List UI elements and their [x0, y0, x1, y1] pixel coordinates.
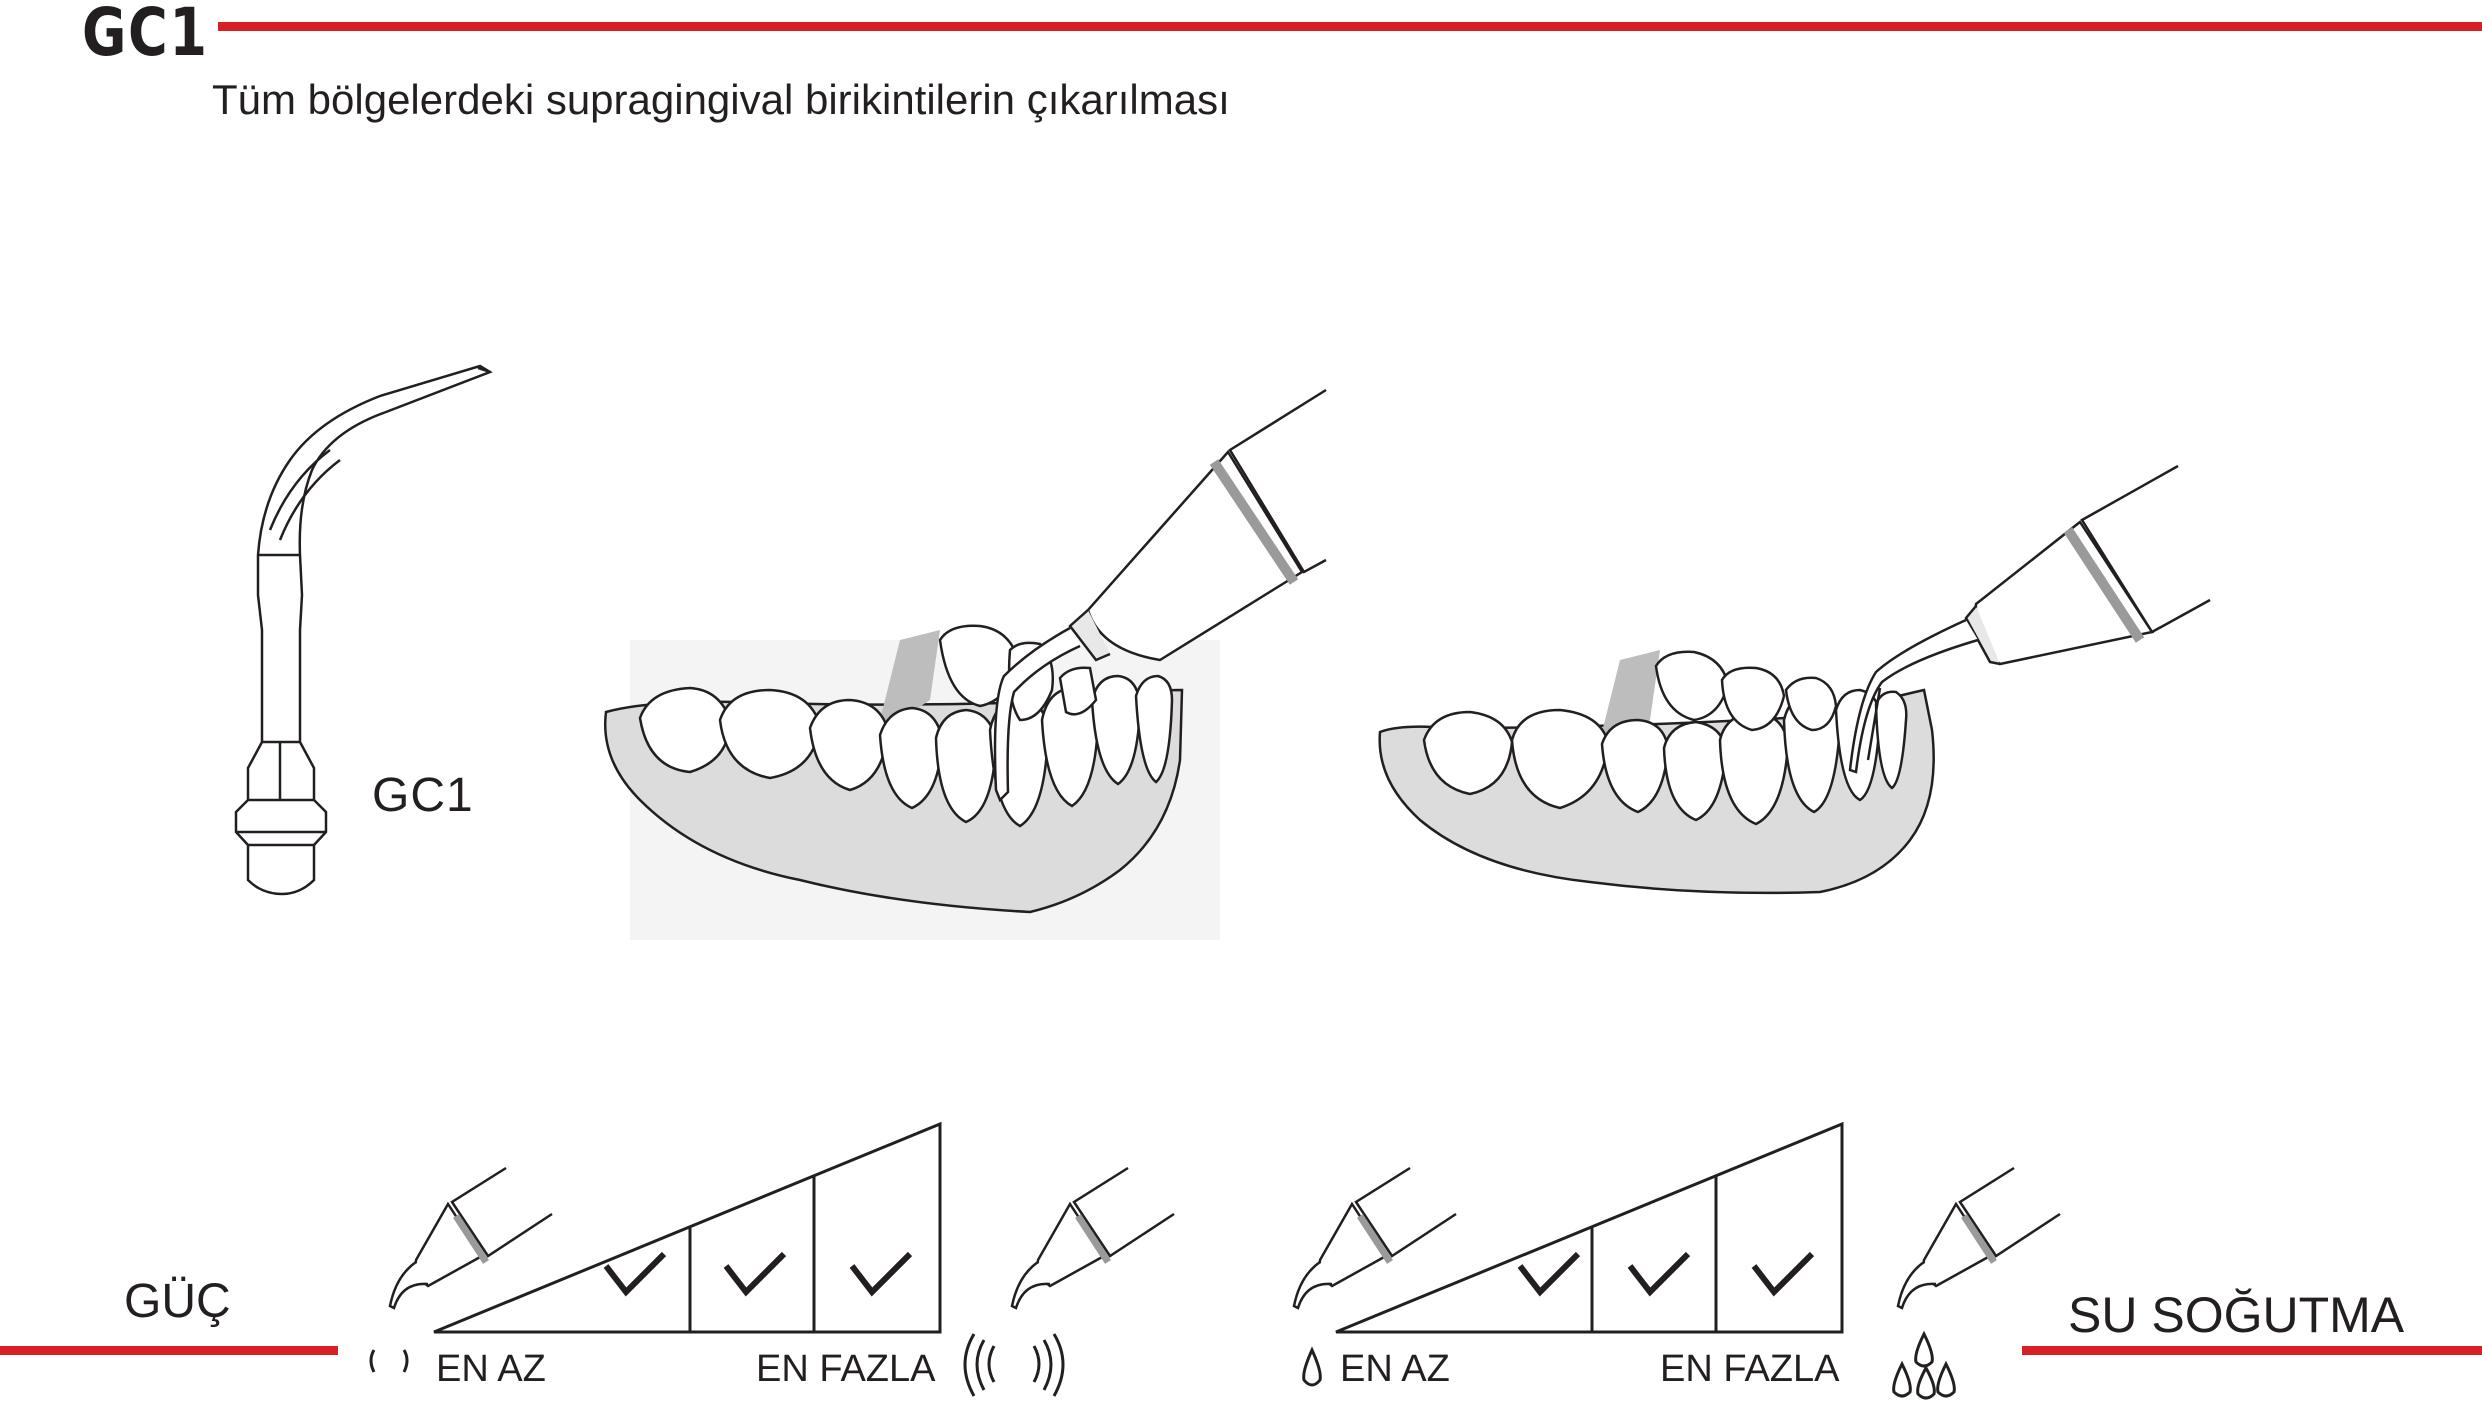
- check-icon: [1627, 1251, 1691, 1297]
- water-cooling-label: SU SOĞUTMA: [2068, 1287, 2405, 1343]
- power-min-label: EN AZ: [436, 1348, 546, 1390]
- power-triangle: [433, 1121, 942, 1334]
- handpiece-icon-max-power: [963, 1166, 1175, 1397]
- single-drop-icon: [1302, 1346, 1322, 1387]
- check-icon: [1517, 1251, 1581, 1297]
- title-divider: [218, 22, 2482, 31]
- check-icon: [849, 1251, 913, 1297]
- lower-jaw-left-illustration: [604, 388, 1327, 940]
- check-icon: [1751, 1251, 1815, 1297]
- power-label: GÜÇ: [124, 1275, 231, 1328]
- handpiece-icon-min-power: [369, 1166, 553, 1373]
- water-triangle: [1335, 1121, 1844, 1334]
- power-scale: [433, 1121, 942, 1334]
- check-icon: [603, 1251, 667, 1297]
- handpiece-icon-min-water: [1292, 1166, 1457, 1387]
- lower-jaw-right-illustration: [1378, 464, 2211, 895]
- multiple-drops-icon: [1892, 1330, 1956, 1400]
- scaler-tip-illustration: [234, 364, 493, 896]
- power-max-label: EN FAZLA: [756, 1348, 936, 1390]
- water-max-label: EN FAZLA: [1660, 1348, 1840, 1390]
- low-vibration-icon: [369, 1349, 376, 1373]
- handpiece-icon-max-water: [1892, 1166, 2061, 1400]
- water-min-label: EN AZ: [1340, 1348, 1450, 1390]
- water-divider-rule: [2022, 1346, 2482, 1355]
- tip-label: GC1: [372, 769, 474, 822]
- power-divider-rule: [0, 1346, 338, 1355]
- page-subtitle: Tüm bölgelerdeki supragingival birikinti…: [212, 76, 1230, 123]
- check-icon: [723, 1251, 787, 1297]
- product-code-title: GC1: [82, 0, 209, 71]
- high-vibration-icon: [963, 1333, 1065, 1397]
- water-scale: [1335, 1121, 1844, 1334]
